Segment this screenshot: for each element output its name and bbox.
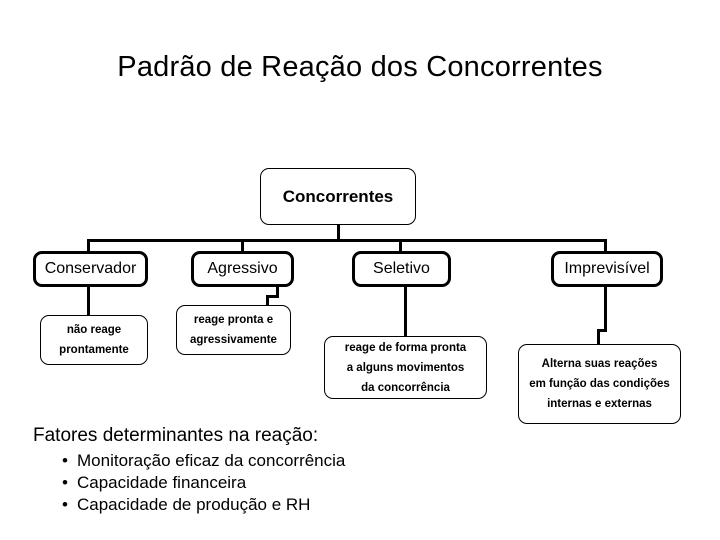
connector-agressivo-seg1	[276, 287, 279, 297]
desc-seletivo-line-2: a alguns movimentos	[346, 361, 465, 374]
desc-agressivo[interactable]: reage pronta e agressivamente	[176, 305, 291, 355]
desc-conservador[interactable]: não reage prontamente	[40, 315, 148, 365]
node-seletivo-label: Seletivo	[373, 260, 430, 277]
desc-imprevisivel-line-2: em função das condições	[529, 378, 670, 390]
footer-bullet-list: • Monitoração eficaz da concorrência • Cap…	[62, 450, 462, 516]
list-item: • Monitoração eficaz da concorrência	[62, 450, 462, 472]
node-concorrentes-label: Concorrentes	[282, 186, 394, 206]
desc-imprevisivel-line-1: Alterna suas reações	[541, 358, 658, 370]
connector-agressivo-seg2	[266, 295, 279, 298]
connector-horizontal-bus	[87, 239, 607, 242]
node-imprevisivel-label: Imprevisível	[564, 260, 650, 277]
node-agressivo-label: Agressivo	[207, 260, 278, 277]
connector-root-stem	[337, 225, 340, 241]
connector-agressivo-seg3	[266, 295, 269, 308]
connector-seletivo-to-desc	[404, 287, 407, 336]
desc-agressivo-line-2: agressivamente	[190, 334, 277, 346]
node-imprevisivel[interactable]: Imprevisível	[551, 251, 663, 287]
desc-imprevisivel[interactable]: Alterna suas reações em função das condi…	[518, 344, 681, 424]
connector-imprevisivel-seg3	[597, 329, 600, 345]
bullet-icon: •	[62, 495, 68, 514]
page-title: Padrão de Reação dos Concorrentes	[117, 51, 603, 83]
bullet-icon: •	[62, 451, 68, 470]
node-concorrentes[interactable]: Concorrentes	[260, 168, 416, 225]
connector-imprevisivel-seg1	[604, 287, 607, 330]
list-item-label: Monitoração eficaz da concorrência	[77, 451, 346, 470]
connector-conservador-to-desc	[87, 287, 90, 316]
desc-agressivo-line-1: reage pronta e	[193, 314, 274, 326]
desc-seletivo-line-1: reage de forma pronta	[344, 341, 467, 354]
list-item: • Capacidade financeira	[62, 472, 462, 494]
list-item-label: Capacidade de produção e RH	[77, 495, 311, 514]
desc-seletivo-line-3: da concorrência	[361, 381, 450, 394]
node-seletivo[interactable]: Seletivo	[352, 251, 451, 287]
node-agressivo[interactable]: Agressivo	[191, 251, 294, 287]
desc-imprevisivel-line-3: internas e externas	[547, 398, 652, 410]
desc-seletivo[interactable]: reage de forma pronta a alguns movimento…	[324, 336, 487, 399]
connector-bus-drop-conservador	[87, 239, 90, 251]
node-conservador-label: Conservador	[44, 260, 137, 277]
list-item-label: Capacidade financeira	[77, 473, 247, 492]
desc-conservador-line-2: prontamente	[59, 344, 129, 356]
list-item: • Capacidade de produção e RH	[62, 494, 462, 516]
connector-imprevisivel-seg2	[597, 329, 607, 332]
connector-bus-drop-imprevisivel	[604, 239, 607, 251]
bullet-icon: •	[62, 473, 68, 492]
node-conservador[interactable]: Conservador	[33, 251, 148, 287]
connector-bus-drop-agressivo	[241, 239, 244, 251]
desc-conservador-line-1: não reage	[66, 324, 122, 336]
connector-bus-drop-seletivo	[399, 239, 402, 251]
footer-heading: Fatores determinantes na reação:	[33, 425, 319, 446]
